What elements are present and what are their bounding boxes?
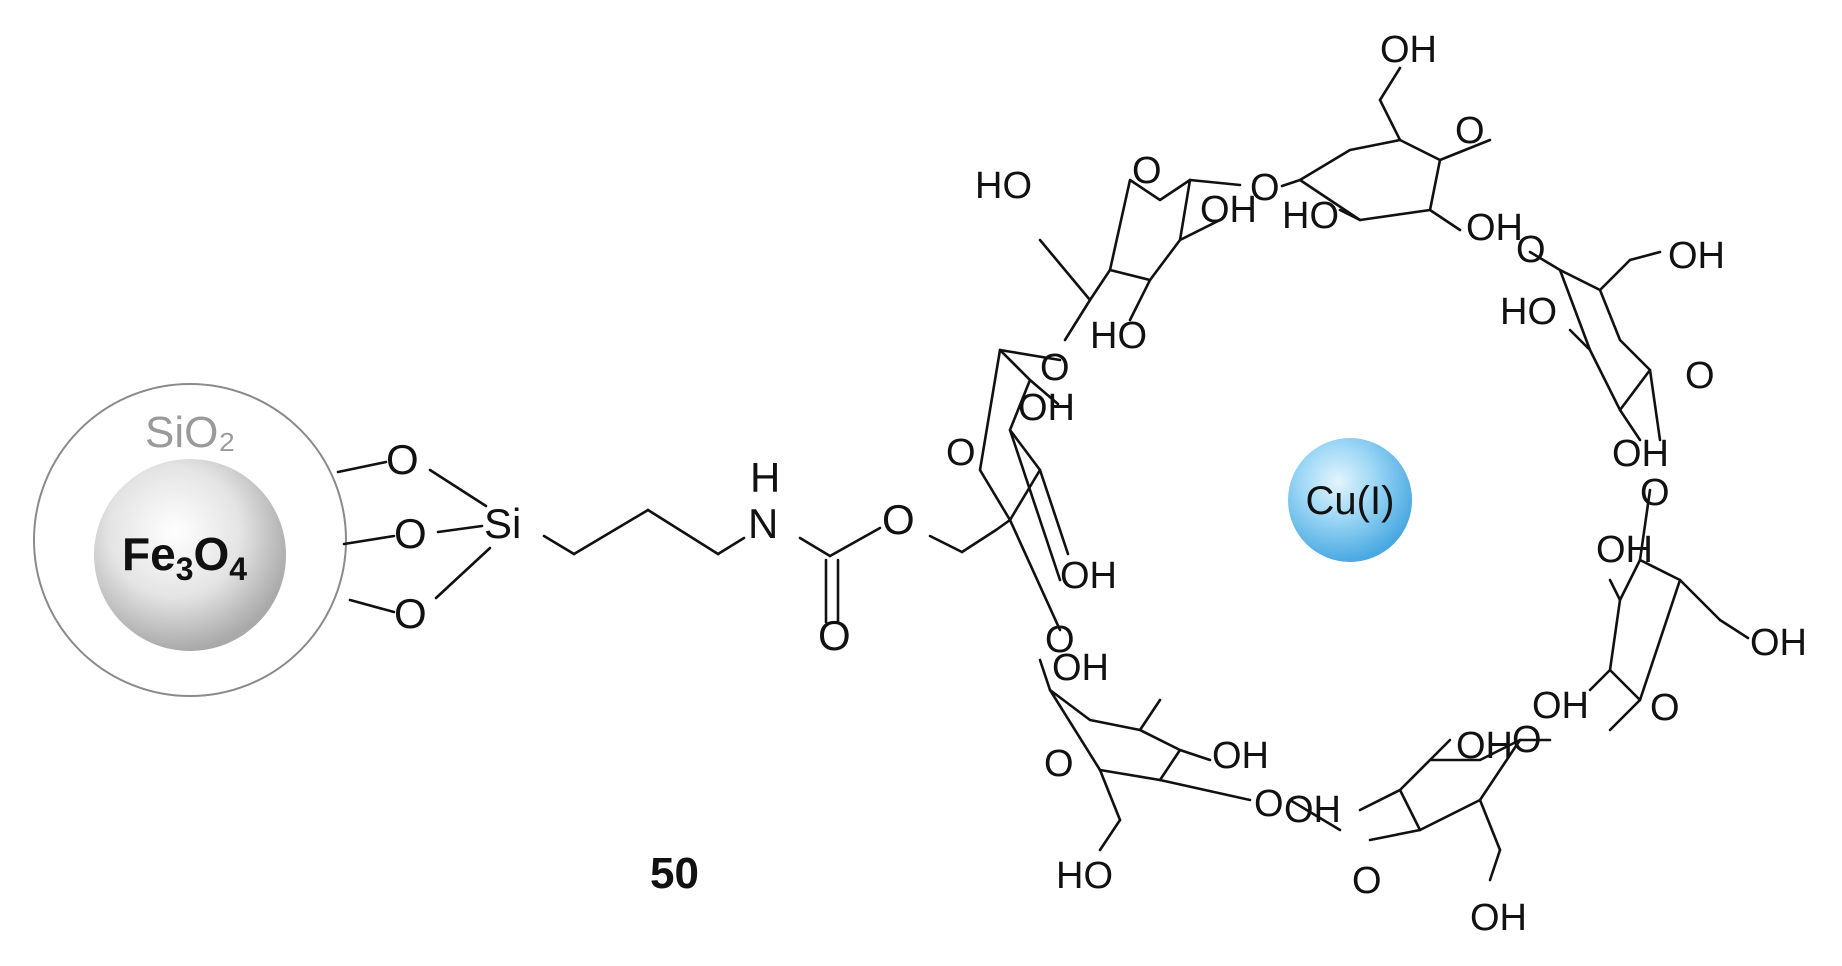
oxygen-atom: O (394, 510, 427, 557)
glycosidic-oxygen: O (1512, 719, 1542, 761)
ring-oxygen: O (946, 432, 976, 474)
magnetite-core-label: Fe3O4 (122, 528, 247, 587)
hydroxyl-group: OH (1018, 387, 1075, 429)
cyclodextrin-skeleton (978, 66, 1750, 882)
hydroxyl-group: OH (1532, 685, 1589, 727)
hydroxyl-group: OH (1466, 207, 1523, 249)
glycosidic-oxygen: O (1250, 167, 1280, 209)
cyclodextrin-labels: O O O O O O O O O O O O O O HO OH HO OH … (946, 29, 1807, 939)
copper-label: Cu(I) (1306, 479, 1395, 523)
glycosidic-oxygen: O (1640, 472, 1670, 514)
compound-number: 50 (650, 849, 699, 898)
hydroxyl-group: OH (1750, 622, 1807, 664)
silicon-atom: Si (484, 500, 521, 547)
hydroxyl-group: OH (1596, 529, 1653, 571)
glycosidic-oxygen: O (1040, 347, 1070, 389)
ring-oxygen: O (1685, 355, 1715, 397)
oxygen-atom: O (386, 436, 419, 483)
amine-hydrogen: H (750, 454, 780, 501)
silane-linker: O O O Si N H O O (336, 436, 998, 659)
hydroxyl-group: OH (1200, 189, 1257, 231)
ring-oxygen: O (1455, 110, 1485, 152)
hydroxyl-group: OH (1060, 555, 1117, 597)
magnetite-core (94, 459, 286, 651)
hydroxyl-group: HO (1090, 315, 1147, 357)
copper-sphere (1288, 438, 1412, 562)
glycosidic-oxygen: O (1254, 783, 1284, 825)
ring-oxygen: O (1132, 150, 1162, 192)
ring-oxygen: O (1044, 743, 1074, 785)
magnetic-nanoparticle: SiO₂ Fe3O4 (33, 383, 347, 697)
glycosidic-oxygen: O (1045, 619, 1075, 661)
hydroxyl-group: OH (1284, 789, 1341, 831)
hydroxyl-group: OH (1668, 235, 1725, 277)
oxygen-atom: O (394, 590, 427, 637)
amine-nitrogen: N (748, 500, 778, 547)
hydroxyl-group: OH (1052, 647, 1109, 689)
glycosidic-oxygen: O (1516, 229, 1546, 271)
ring-oxygen: O (1352, 860, 1382, 902)
carbonyl-oxygen: O (818, 612, 851, 659)
hydroxyl-group: OH (1212, 735, 1269, 777)
carbamate-oxygen: O (882, 496, 915, 543)
hydroxyl-group: OH (1612, 433, 1669, 475)
hydroxyl-group: OH (1380, 29, 1437, 71)
hydroxyl-group: OH (1456, 725, 1513, 767)
copper-ion: Cu(I) (1288, 438, 1412, 562)
ring-oxygen: O (1650, 687, 1680, 729)
hydroxyl-group: HO (975, 165, 1032, 207)
hydroxyl-group: OH (1470, 897, 1527, 939)
hydroxyl-group: HO (1056, 855, 1113, 897)
hydroxyl-group: HO (1282, 195, 1339, 237)
hydroxyl-group: HO (1500, 291, 1557, 333)
silica-shell-label: SiO₂ (145, 408, 235, 457)
